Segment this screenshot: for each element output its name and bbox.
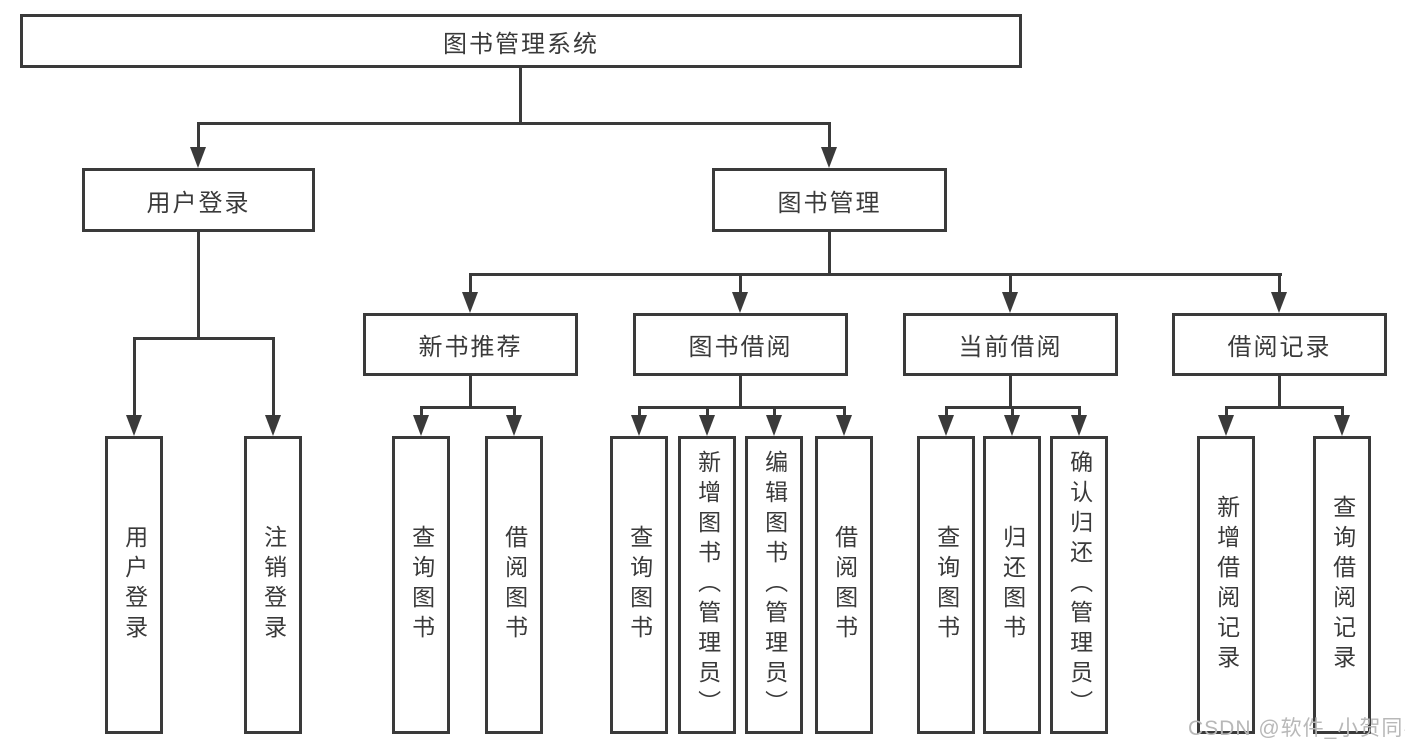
connector-to-leaf <box>1225 406 1228 419</box>
arrow-down-icon <box>699 415 715 436</box>
leaf-label: 注销登录 <box>260 525 287 645</box>
arrow-down-icon <box>732 292 748 313</box>
arrow-down-icon <box>506 415 522 436</box>
connector-to-current-borrow <box>1009 273 1012 294</box>
arrow-down-icon <box>126 415 142 436</box>
arrow-down-icon <box>1071 415 1087 436</box>
watermark: CSDN @软件_小贺同学 <box>1188 717 1405 740</box>
node-book-management-label: 图书管理 <box>777 189 882 217</box>
leaf-query-books-2: 查询图书 <box>610 436 668 734</box>
connector-book-borrow-bus <box>638 406 845 409</box>
leaf-query-borrow-record: 查询借阅记录 <box>1313 436 1371 734</box>
connector-to-leaf <box>843 406 846 419</box>
node-root: 图书管理系统 <box>20 14 1022 68</box>
connector-level3-bus <box>469 273 1282 276</box>
leaf-label: 归还图书 <box>999 525 1026 645</box>
node-borrow-records: 借阅记录 <box>1172 313 1387 376</box>
leaf-query-books-3: 查询图书 <box>917 436 975 734</box>
arrow-down-icon <box>1334 415 1350 436</box>
leaf-borrow-books-2: 借阅图书 <box>815 436 873 734</box>
node-user-login: 用户登录 <box>82 168 315 232</box>
arrow-down-icon <box>821 147 837 168</box>
connector-to-leaf <box>1011 406 1014 419</box>
leaf-edit-books-admin: 编辑图书（管理员） <box>745 436 803 734</box>
arrow-down-icon <box>1002 292 1018 313</box>
arrow-down-icon <box>938 415 954 436</box>
connector-borrow-records-bus <box>1225 406 1343 409</box>
connector-book-mgmt-stem <box>828 230 831 276</box>
leaf-label: 新增图书（管理员） <box>694 450 721 720</box>
connector-current-borrow-stem <box>1009 374 1012 408</box>
connector-to-leaf <box>773 406 776 419</box>
leaf-user-login: 用户登录 <box>105 436 163 734</box>
arrow-down-icon <box>265 415 281 436</box>
leaf-return-books: 归还图书 <box>983 436 1041 734</box>
node-current-borrow: 当前借阅 <box>903 313 1118 376</box>
leaf-confirm-return-admin: 确认归还（管理员） <box>1050 436 1108 734</box>
connector-level1-bus <box>197 122 831 125</box>
connector-to-new-books <box>469 273 472 294</box>
arrow-down-icon <box>766 415 782 436</box>
node-borrow-records-label: 借阅记录 <box>1227 334 1332 361</box>
leaf-label: 借阅图书 <box>831 525 858 645</box>
leaf-borrow-books-1: 借阅图书 <box>485 436 543 734</box>
node-book-management: 图书管理 <box>712 168 947 232</box>
node-book-borrow: 图书借阅 <box>633 313 848 376</box>
arrow-down-icon <box>413 415 429 436</box>
leaf-label: 借阅图书 <box>501 525 528 645</box>
leaf-label: 确认归还（管理员） <box>1066 450 1093 720</box>
leaf-label: 新增借阅记录 <box>1213 495 1240 675</box>
arrow-down-icon <box>462 292 478 313</box>
connector-user-login-stem <box>197 230 200 339</box>
connector-to-leaf <box>1341 406 1344 419</box>
connector-to-leaf <box>513 406 516 419</box>
node-current-borrow-label: 当前借阅 <box>958 334 1063 361</box>
leaf-add-books-admin: 新增图书（管理员） <box>678 436 736 734</box>
node-new-books: 新书推荐 <box>363 313 578 376</box>
leaf-label: 查询图书 <box>933 525 960 645</box>
node-book-borrow-label: 图书借阅 <box>688 334 793 361</box>
connector-to-leaf <box>272 337 275 418</box>
connector-to-leaf <box>638 406 641 419</box>
connector-to-leaf <box>133 337 136 418</box>
connector-borrow-records-stem <box>1278 374 1281 408</box>
node-root-label: 图书管理系统 <box>443 30 599 58</box>
connector-user-login-bus <box>133 337 275 340</box>
connector-to-leaf <box>706 406 709 419</box>
connector-new-books-stem <box>469 374 472 408</box>
arrow-down-icon <box>190 147 206 168</box>
leaf-label: 查询借阅记录 <box>1329 495 1356 675</box>
node-new-books-label: 新书推荐 <box>418 334 523 361</box>
connector-book-borrow-stem <box>739 374 742 408</box>
connector-to-borrow-records <box>1278 273 1281 294</box>
connector-to-book-management <box>828 122 831 149</box>
connector-to-user-login <box>197 122 200 149</box>
connector-to-leaf <box>1078 406 1081 419</box>
connector-new-books-bus <box>420 406 516 409</box>
arrow-down-icon <box>631 415 647 436</box>
connector-root-stem <box>519 65 522 125</box>
leaf-logout: 注销登录 <box>244 436 302 734</box>
leaf-label: 用户登录 <box>121 525 148 645</box>
arrow-down-icon <box>1218 415 1234 436</box>
leaf-add-borrow-record: 新增借阅记录 <box>1197 436 1255 734</box>
connector-to-book-borrow <box>739 273 742 294</box>
leaf-label: 查询图书 <box>626 525 653 645</box>
leaf-label: 查询图书 <box>408 525 435 645</box>
leaf-label: 编辑图书（管理员） <box>761 450 788 720</box>
connector-to-leaf <box>420 406 423 419</box>
arrow-down-icon <box>1271 292 1287 313</box>
arrow-down-icon <box>836 415 852 436</box>
node-user-login-label: 用户登录 <box>146 189 251 217</box>
leaf-query-books-1: 查询图书 <box>392 436 450 734</box>
arrow-down-icon <box>1004 415 1020 436</box>
connector-to-leaf <box>945 406 948 419</box>
